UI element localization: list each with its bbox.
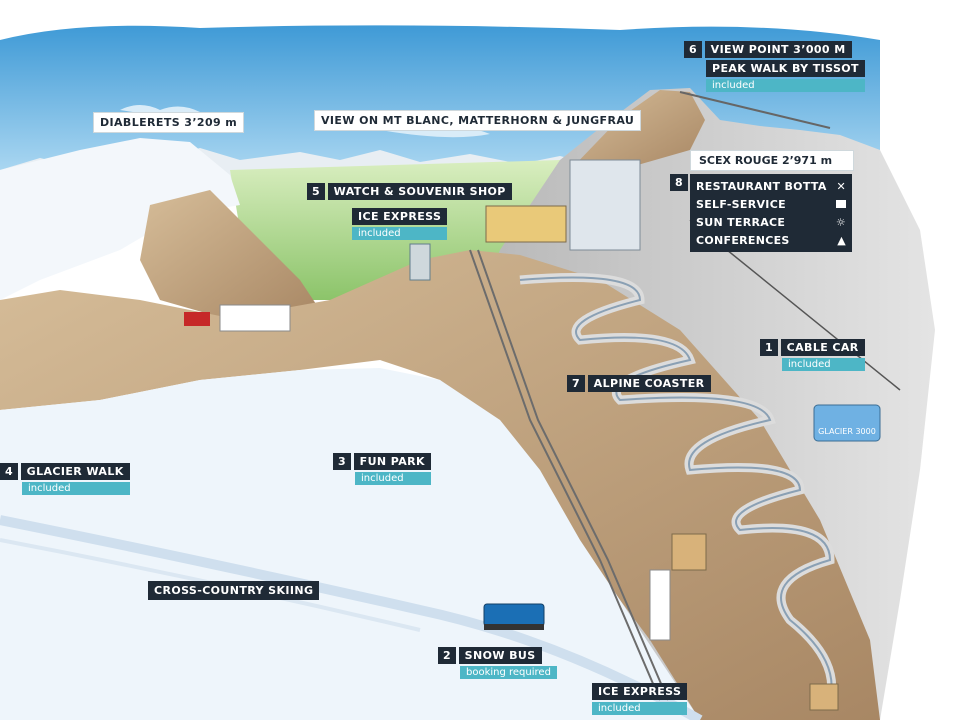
ice-express-bottom-included: included	[592, 702, 688, 715]
snow-bus-name: SNOW BUS	[458, 647, 542, 664]
ice-express-bottom-name: ICE EXPRESS	[592, 683, 688, 700]
conferences-row-label: CONFERENCES	[696, 233, 790, 247]
snow-bus	[483, 603, 545, 627]
glacier-walk-name: GLACIER WALK	[20, 463, 130, 480]
glacier-walk-number: 4	[0, 463, 18, 480]
restaurant-panel[interactable]: RESTAURANT BOTTA ✕ SELF-SERVICE SUN TERR…	[690, 174, 852, 252]
restaurant-row-label: RESTAURANT BOTTA	[696, 179, 827, 193]
ice-express-top-label[interactable]: ICE EXPRESS included	[352, 205, 448, 240]
viewpoint-number: 6	[684, 41, 702, 58]
cable-car-cabin	[813, 404, 881, 442]
conferences-row: CONFERENCES ▲	[690, 231, 852, 249]
restaurant-row: RESTAURANT BOTTA ✕	[690, 177, 852, 195]
ski-track	[0, 515, 703, 720]
cable-car-cabin-text: GLACIER 3000	[818, 427, 876, 436]
viewpoint-included: included	[706, 79, 865, 92]
snow-bus-booking: booking required	[460, 666, 557, 679]
peak-walk-name: PEAK WALK BY TISSOT	[706, 60, 865, 77]
sun-terrace-row: SUN TERRACE ☼	[690, 213, 852, 231]
self-service-row-label: SELF-SERVICE	[696, 197, 786, 211]
presentation-icon: ▲	[837, 233, 846, 247]
cutlery-icon: ✕	[836, 179, 846, 193]
tray-icon	[836, 200, 846, 208]
fun-park-name: FUN PARK	[353, 453, 431, 470]
red-snowcat	[184, 312, 210, 326]
chairlift-cable	[469, 249, 661, 701]
restaurant-terrace	[485, 205, 567, 243]
restaurant-number: 8	[670, 174, 688, 191]
deckchair-icon: ☼	[835, 215, 846, 229]
ice-express-station-top	[409, 243, 431, 281]
restaurant-building	[569, 159, 641, 251]
ice-express-top-name: ICE EXPRESS	[352, 208, 448, 225]
snow-bus-number: 2	[438, 647, 456, 664]
fun-park-number: 3	[333, 453, 351, 470]
scex-rouge-label: SCEX ROUGE 2’971 m	[690, 150, 854, 171]
alpine-coaster-name: ALPINE COASTER	[587, 375, 711, 392]
coaster-hut	[671, 533, 707, 571]
diablerets-label: DIABLERETS 3’209 m	[93, 112, 245, 133]
cross-country-label[interactable]: CROSS-COUNTRY SKIING	[148, 581, 320, 600]
glacier-walk-included: included	[22, 482, 130, 495]
ice-express-top-included: included	[352, 227, 448, 240]
snow-bus-tracks	[484, 624, 544, 630]
viewpoint-name: VIEW POINT 3’000 M	[704, 41, 852, 58]
glacier	[0, 368, 700, 720]
watch-shop-name: WATCH & SOUVENIR SHOP	[327, 183, 512, 200]
lower-station	[219, 304, 291, 332]
diablerets-peak	[0, 138, 240, 300]
cable-car-number: 1	[760, 339, 778, 356]
ice-express-station-bottom	[649, 569, 671, 641]
chairlift-cable	[477, 249, 669, 701]
view-panorama-label: VIEW ON MT BLANC, MATTERHORN & JUNGFRAU	[314, 110, 642, 131]
sun-terrace-row-label: SUN TERRACE	[696, 215, 786, 229]
self-service-row: SELF-SERVICE	[690, 195, 852, 213]
ice-express-bottom-label[interactable]: ICE EXPRESS included	[592, 680, 688, 715]
cable-car-included: included	[782, 358, 865, 371]
rock-face	[140, 190, 320, 320]
alpine-coaster-track	[519, 276, 833, 701]
watch-shop-number: 5	[307, 183, 325, 200]
alpine-coaster-number: 7	[567, 375, 585, 392]
fun-park-included: included	[355, 472, 431, 485]
peak-walk-bridge	[679, 91, 831, 129]
coaster-hut	[809, 683, 839, 711]
cable-car-name: CABLE CAR	[780, 339, 865, 356]
